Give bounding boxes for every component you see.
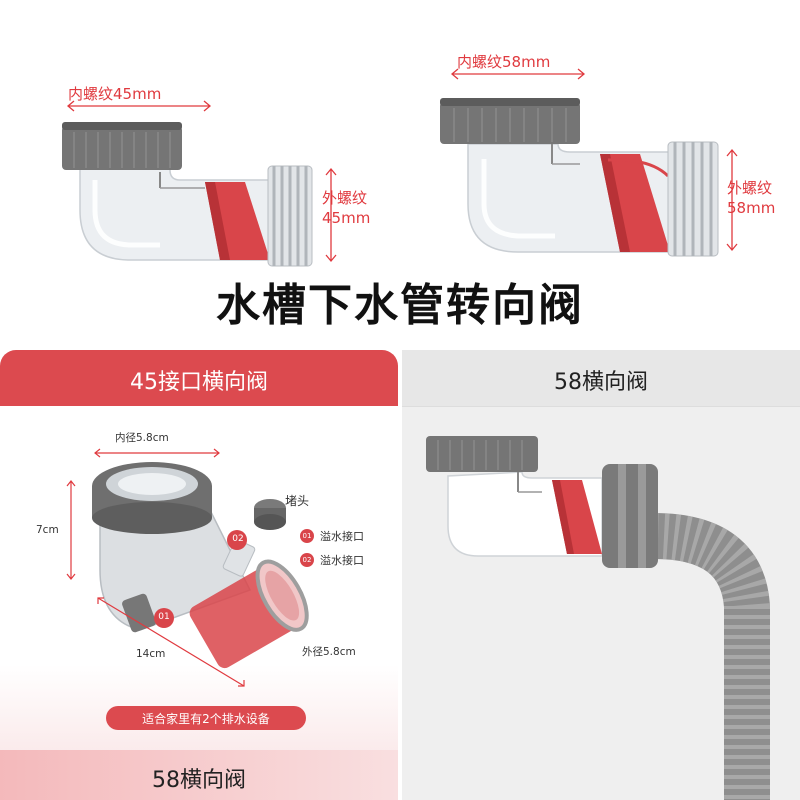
outer-thread-label-line2: 45mm [322,209,371,227]
inner-thread-dimension-arrow-58 [450,68,586,80]
elbow-valve-58-image [440,98,719,257]
legend-text-01: 溢水接口 [320,530,364,543]
inner-thread-label: 内螺纹45mm [68,85,162,103]
inner-thread-dimension-arrow [66,100,212,112]
outer-thread-dimension-arrow [325,167,337,263]
outer-thread-label-58-line1: 外螺纹 [727,179,773,197]
left-panel-header-band [0,350,398,406]
page-title: 水槽下水管转向阀 [216,280,584,331]
left-panel: 45接口横向阀 内径5.8cm 7cm 02 [0,350,398,800]
outer-thread-label-line1: 外螺纹 [322,189,368,207]
right-panel-header: 58横向阀 [554,370,648,395]
plug-cap-image [254,499,286,530]
length-arrow [97,597,245,687]
length-label: 14cm [136,648,166,660]
inner-diameter-arrow [94,448,220,458]
right-panel-header-band [402,350,800,407]
usage-note-pill [106,706,306,730]
legend-text-02: 溢水接口 [320,554,364,567]
badge-01: 01 [158,612,170,622]
legend-badge-01: 01 [300,529,314,543]
left-panel-footer-band [0,750,398,800]
plug-label: 堵头 [285,494,310,508]
legend-badge-02: 02 [300,553,314,567]
legend-item: 02 溢水接口 [300,552,364,568]
top-left-product: 内螺纹45mm 外螺纹 45mm [40,80,410,280]
right-panel: 58横向阀 [402,350,800,800]
height-arrow [66,480,76,580]
inner-thread-label-58: 内螺纹58mm [457,53,551,71]
horizontal-valve-45-image [92,462,309,669]
left-panel-footer: 58横向阀 [152,768,246,793]
height-label: 7cm [36,524,59,536]
legend-item: 01 溢水接口 [300,528,364,544]
usage-note-text: 适合家里有2个排水设备 [142,712,270,726]
badge-02: 02 [232,534,244,544]
outer-thread-dimension-arrow-58 [726,148,738,252]
outer-diameter-label: 外径5.8cm [302,646,356,658]
legend: 01 溢水接口 02 溢水接口 [300,528,364,568]
left-panel-header: 45接口横向阀 [130,370,268,395]
elbow-valve-45-image [62,122,313,267]
inner-diameter-label: 内径5.8cm [115,432,169,444]
outer-thread-label-58-line2: 58mm [727,199,776,217]
valve-with-hose-image [426,436,770,800]
top-right-product: 内螺纹58mm 外螺纹 58mm [430,48,800,278]
